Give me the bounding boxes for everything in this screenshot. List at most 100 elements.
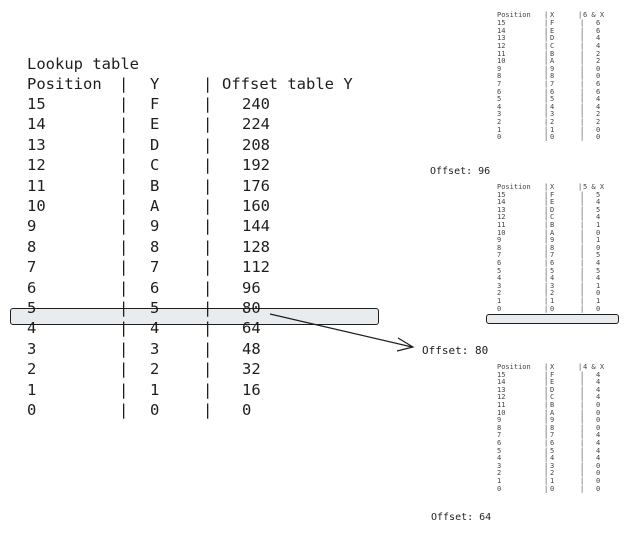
sub-and-cell: 1 bbox=[596, 297, 601, 305]
sub-x-cell: A bbox=[550, 228, 555, 237]
sub-position-cell: 2 bbox=[497, 289, 502, 298]
divider: | bbox=[544, 484, 549, 493]
divider: | bbox=[580, 243, 585, 252]
divider: | bbox=[544, 64, 549, 73]
sub-and-cell: 4 bbox=[596, 431, 601, 440]
sub-position-cell: 10 bbox=[497, 57, 506, 66]
divider: | bbox=[544, 281, 549, 290]
divider: | bbox=[544, 297, 549, 305]
offset-cell: 160 bbox=[242, 197, 270, 215]
divider: | bbox=[544, 213, 549, 222]
divider: | bbox=[580, 461, 585, 470]
sub-position-cell: 4 bbox=[497, 102, 502, 111]
sub-position-cell: 1 bbox=[497, 477, 502, 485]
sub-position-cell: 14 bbox=[497, 198, 506, 207]
divider: | bbox=[119, 115, 129, 134]
divider: | bbox=[203, 401, 213, 419]
sub-position-cell: 15 bbox=[497, 190, 506, 199]
divider: | bbox=[580, 289, 585, 298]
sub-and-cell: 0 bbox=[596, 304, 601, 313]
divider: | bbox=[119, 156, 129, 175]
sub-x-cell: B bbox=[550, 49, 555, 58]
sub-header: Position bbox=[497, 183, 531, 191]
sub-x-cell: 3 bbox=[550, 461, 555, 470]
sub-and-cell: 0 bbox=[596, 72, 601, 81]
sub-x-cell: 5 bbox=[550, 446, 555, 455]
divider: | bbox=[544, 79, 549, 88]
divider: | bbox=[119, 401, 129, 419]
divider: | bbox=[580, 198, 585, 207]
sub-and-cell: 4 bbox=[596, 198, 601, 207]
divider: | bbox=[544, 57, 549, 66]
divider: | bbox=[544, 378, 549, 387]
divider: | bbox=[580, 213, 585, 222]
divider: | bbox=[580, 34, 585, 43]
offset-cell: 96 bbox=[242, 278, 261, 297]
sub-and-cell: 4 bbox=[596, 393, 601, 402]
divider: | bbox=[203, 258, 213, 277]
divider: | bbox=[580, 41, 585, 50]
sub-position-cell: 12 bbox=[497, 41, 506, 50]
divider: | bbox=[544, 423, 549, 432]
divider: | bbox=[544, 446, 549, 455]
divider: | bbox=[203, 135, 213, 154]
sub-x-cell: 3 bbox=[550, 281, 555, 290]
sub-and-cell: 0 bbox=[596, 461, 601, 470]
position-cell: 8 bbox=[27, 237, 37, 256]
divider: | bbox=[544, 41, 549, 50]
sub-and-cell: 4 bbox=[596, 41, 601, 50]
sub-x-cell: 6 bbox=[550, 439, 555, 447]
divider: | bbox=[544, 477, 549, 485]
sub-and-cell: 0 bbox=[596, 228, 601, 237]
sub-and-cell: 4 bbox=[596, 259, 601, 267]
divider: | bbox=[203, 339, 213, 358]
sub-x-cell: 8 bbox=[550, 72, 555, 81]
y-cell: 3 bbox=[150, 339, 160, 358]
divider: | bbox=[544, 87, 549, 96]
divider: | bbox=[544, 243, 549, 252]
sub-and-cell: 4 bbox=[596, 34, 601, 43]
divider: | bbox=[544, 133, 549, 142]
sub-position-cell: 11 bbox=[497, 401, 506, 409]
divider: | bbox=[544, 385, 549, 394]
divider: | bbox=[580, 446, 585, 455]
divider: | bbox=[580, 190, 585, 199]
divider: | bbox=[544, 72, 549, 81]
divider: | bbox=[203, 237, 213, 256]
sub-position-cell: 5 bbox=[497, 95, 502, 104]
sub-and-cell: 4 bbox=[596, 378, 601, 387]
position-cell: 1 bbox=[27, 380, 37, 399]
offset-cell: 224 bbox=[242, 115, 270, 134]
sub-x-cell: 6 bbox=[550, 87, 555, 96]
position-cell: 13 bbox=[27, 135, 46, 154]
divider: | bbox=[544, 221, 549, 229]
sub-header: X bbox=[550, 11, 555, 19]
divider: | bbox=[119, 197, 129, 215]
divider: | bbox=[580, 26, 585, 35]
sub-and-cell: 2 bbox=[596, 57, 601, 66]
y-cell: 4 bbox=[150, 319, 160, 338]
table-title: Lookup table bbox=[27, 55, 139, 73]
sub-header: X bbox=[550, 363, 555, 371]
sub-x-cell: 5 bbox=[550, 266, 555, 275]
divider: | bbox=[580, 408, 585, 417]
divider: | bbox=[544, 19, 549, 28]
offset-cell: 32 bbox=[242, 360, 261, 379]
sub-x-cell: C bbox=[550, 393, 555, 402]
sub-x-cell: E bbox=[550, 198, 555, 207]
divider: | bbox=[203, 75, 213, 93]
sub-and-cell: 4 bbox=[596, 95, 601, 104]
divider: | bbox=[578, 363, 583, 371]
sub-position-cell: 1 bbox=[497, 125, 502, 134]
divider: | bbox=[580, 401, 585, 409]
sub-position-cell: 9 bbox=[497, 416, 502, 425]
divider: | bbox=[580, 477, 585, 485]
y-cell: 5 bbox=[150, 299, 160, 317]
divider: | bbox=[544, 266, 549, 275]
position-cell: 5 bbox=[27, 299, 37, 317]
sub-x-cell: 9 bbox=[550, 64, 555, 73]
sub-x-cell: A bbox=[550, 57, 555, 66]
sub-position-cell: 9 bbox=[497, 236, 502, 245]
divider: | bbox=[544, 439, 549, 447]
sub-and-cell: 0 bbox=[596, 469, 601, 478]
